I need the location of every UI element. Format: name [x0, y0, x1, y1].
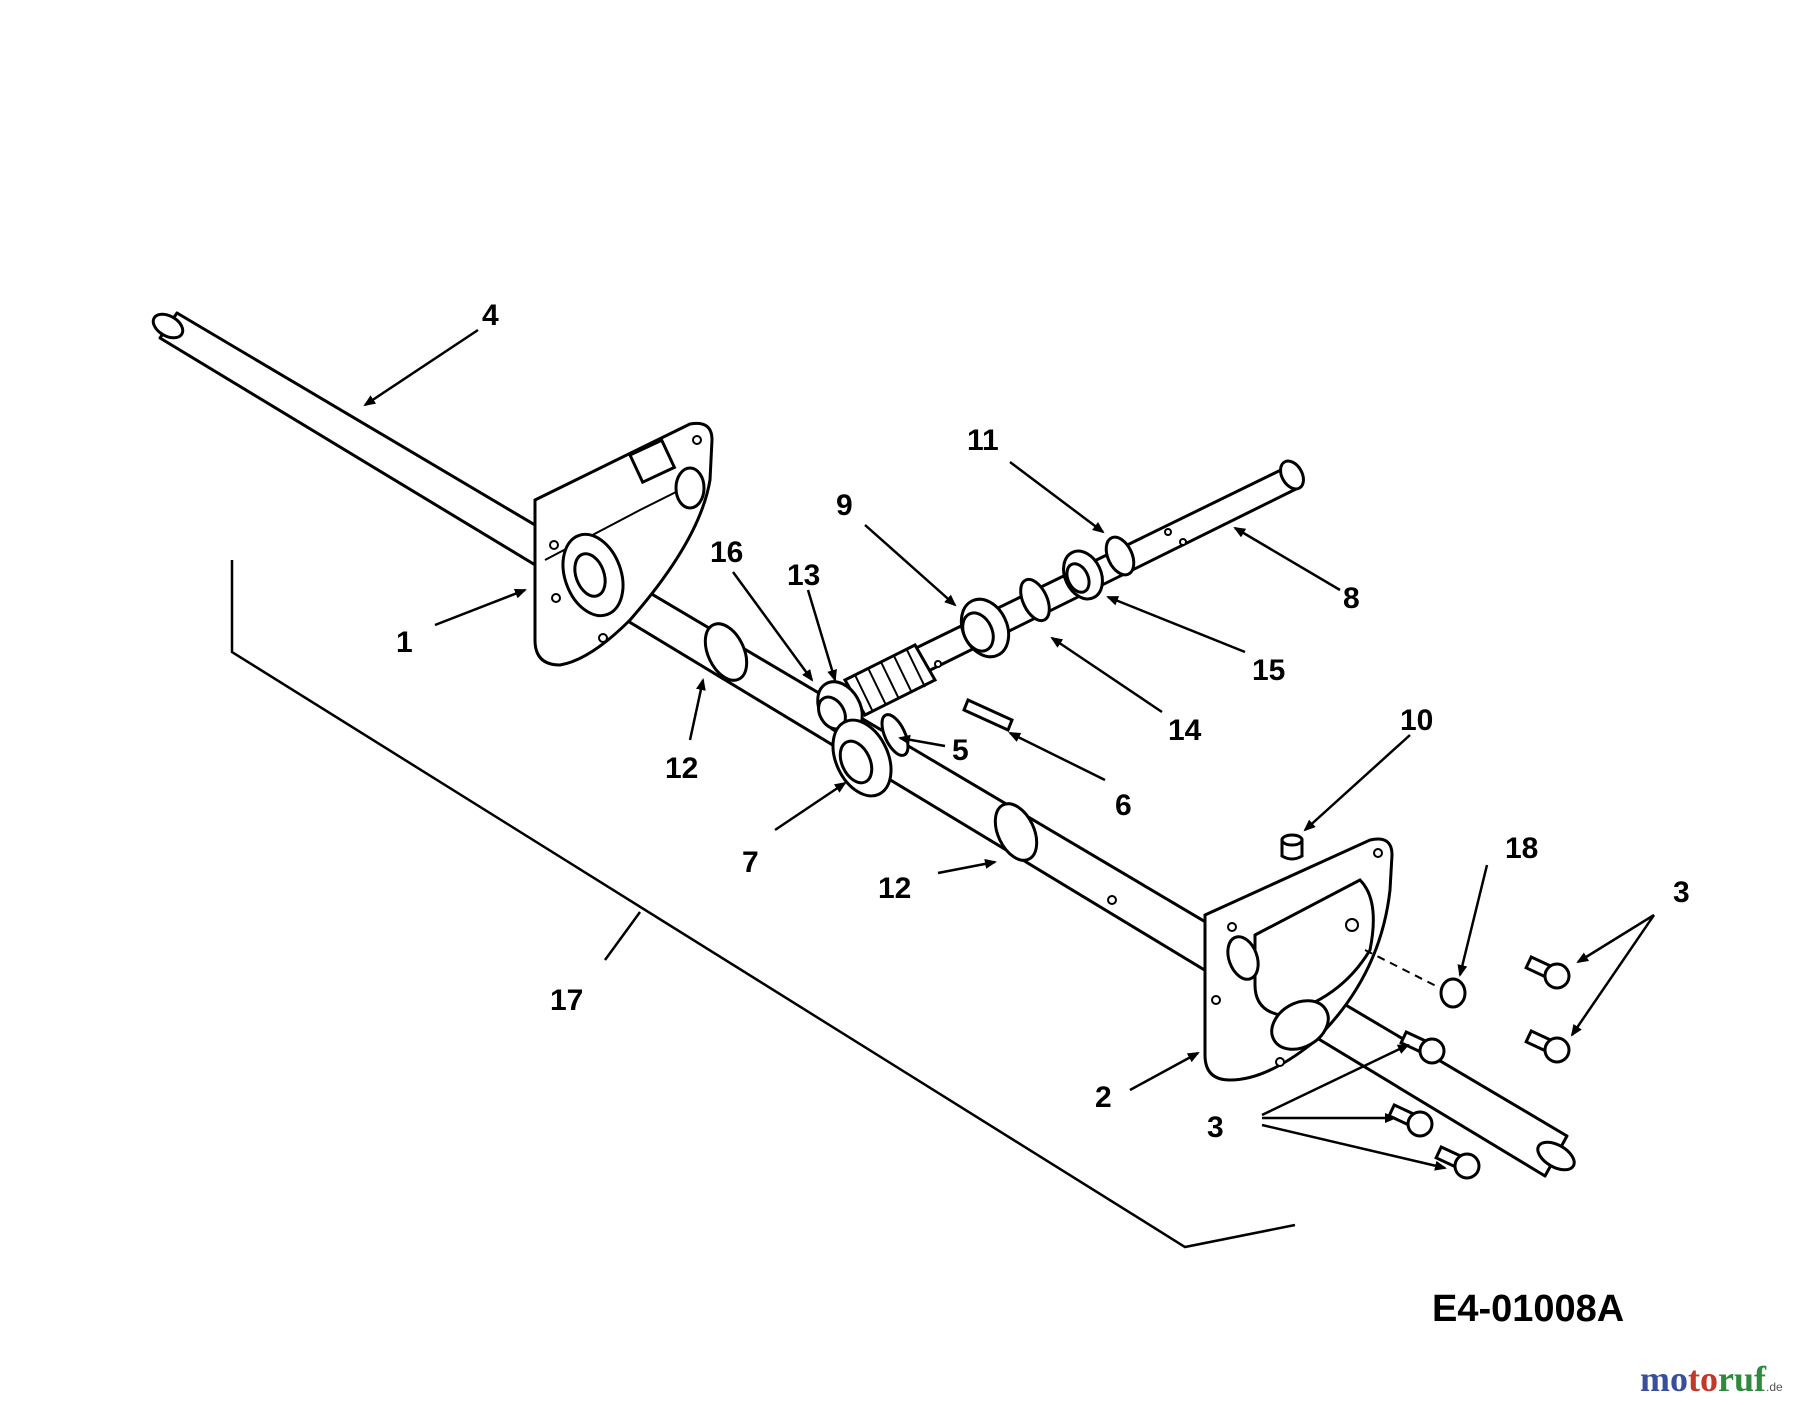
- bearing-15: [1062, 549, 1104, 601]
- callout-9: 9: [836, 489, 853, 522]
- callout-13: 13: [787, 559, 820, 592]
- washer-5: [880, 713, 910, 757]
- gear-7: [831, 718, 893, 798]
- right-housing-plate: [1203, 837, 1394, 1082]
- callout-12: 12: [665, 752, 698, 785]
- callout-17: 17: [550, 984, 583, 1017]
- callout-3: 3: [1673, 876, 1690, 909]
- worm-shaft: [842, 459, 1305, 717]
- callout-labels: 4 1 12 16 13 9 11 8 15 14 5 6 7 12 10 18…: [396, 299, 1690, 1144]
- watermark-part-3: ruf: [1718, 1359, 1766, 1399]
- leader-lines: [363, 328, 1656, 1171]
- thrust-washer-11: [1104, 535, 1136, 577]
- key-pin-6: [962, 697, 1014, 733]
- callout-8: 8: [1343, 582, 1360, 615]
- callout-1: 1: [396, 626, 413, 659]
- callout-11: 11: [967, 424, 999, 457]
- watermark-tld: .de: [1766, 1380, 1783, 1394]
- axle-shaft: [151, 311, 1576, 1178]
- callout-14: 14: [1168, 714, 1202, 747]
- diagram-code: E4-01008A: [1432, 1288, 1625, 1330]
- vent-plug-10: [1280, 833, 1304, 861]
- callout-5: 5: [952, 734, 969, 767]
- callout-12: 12: [878, 872, 911, 905]
- left-housing-plate: [533, 421, 714, 667]
- thrust-washer-14: [1019, 577, 1051, 623]
- spacer-12-right: [993, 802, 1039, 862]
- watermark-logo: motoruf.de: [1640, 1358, 1783, 1400]
- spacer-12-left: [703, 622, 749, 682]
- watermark-part-1: mo: [1640, 1359, 1688, 1399]
- callout-4: 4: [482, 299, 499, 332]
- watermark-part-2: to: [1688, 1359, 1718, 1399]
- callout-10: 10: [1400, 704, 1433, 737]
- callout-16: 16: [710, 536, 743, 569]
- callout-2: 2: [1095, 1081, 1112, 1114]
- callout-15: 15: [1252, 654, 1285, 687]
- callout-18: 18: [1505, 832, 1538, 865]
- callout-7: 7: [742, 846, 759, 879]
- callout-3: 3: [1207, 1111, 1224, 1144]
- assembly-bracket-17: [230, 560, 1296, 1249]
- callout-6: 6: [1115, 789, 1132, 822]
- bolts-3: [1387, 954, 1571, 1180]
- plug-18: [1364, 949, 1467, 1009]
- bearing-9: [959, 597, 1011, 659]
